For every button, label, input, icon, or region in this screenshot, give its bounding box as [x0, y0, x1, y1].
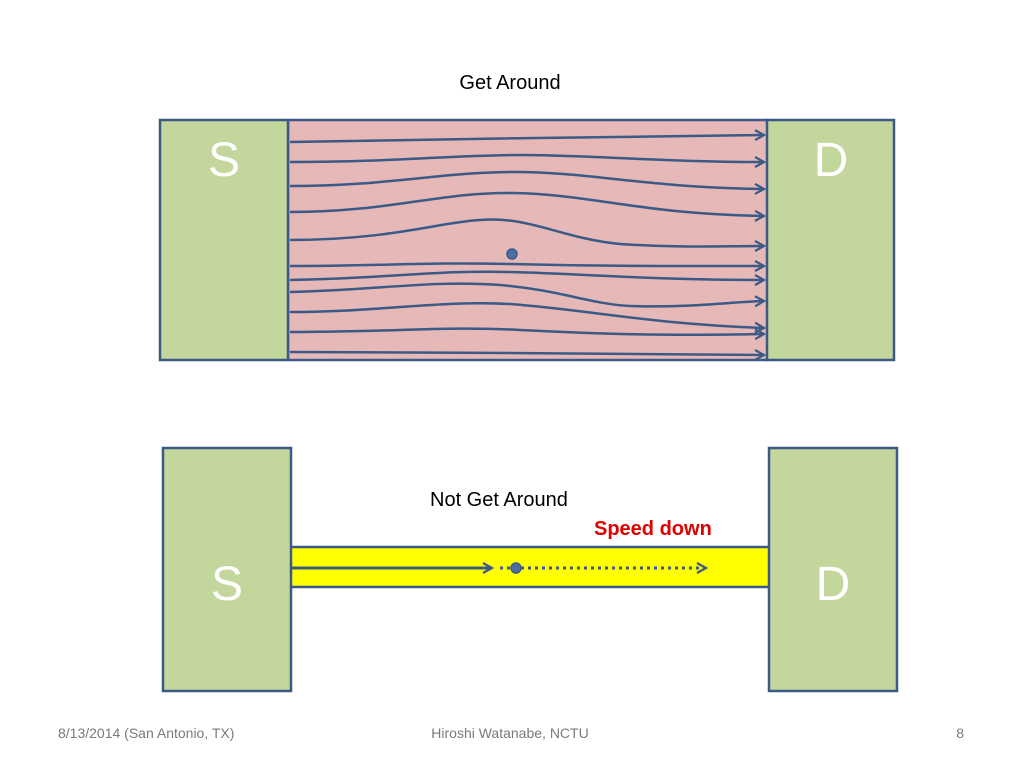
top-source-electrode	[158, 118, 290, 362]
flow-line	[289, 170, 764, 189]
top-diagram: S D	[158, 118, 896, 362]
scatter-dot	[510, 562, 522, 574]
flow-line	[289, 270, 764, 280]
flow-lines	[289, 135, 764, 355]
flow-line	[289, 191, 764, 216]
scatter-center-dot	[506, 248, 518, 260]
bottom-drain-label: D	[816, 558, 851, 611]
flow-line	[289, 327, 764, 335]
top-drain-electrode	[765, 118, 896, 362]
top-drain-label: D	[814, 134, 849, 187]
flow-line	[289, 135, 764, 144]
slide-number: 8	[956, 725, 964, 741]
bottom-source-electrode	[161, 446, 293, 693]
bottom-source-label: S	[211, 558, 243, 611]
flow-line	[289, 301, 764, 328]
footer-date: 8/13/2014 (San Antonio, TX)	[58, 725, 235, 741]
footer-author: Hiroshi Watanabe, NCTU	[431, 725, 589, 741]
flow-line	[289, 218, 764, 247]
top-diagram-title: Get Around	[459, 72, 561, 94]
bottom-drain-electrode	[767, 446, 899, 693]
flow-line	[289, 282, 764, 308]
flow-line	[289, 352, 764, 355]
speed-down-annotation: Speed down	[594, 518, 712, 540]
flow-line	[289, 263, 764, 266]
bottom-diagram-title: Not Get Around	[430, 489, 568, 511]
bottom-diagram: S D	[161, 446, 899, 693]
top-source-label: S	[208, 134, 240, 187]
flow-line	[289, 153, 764, 162]
